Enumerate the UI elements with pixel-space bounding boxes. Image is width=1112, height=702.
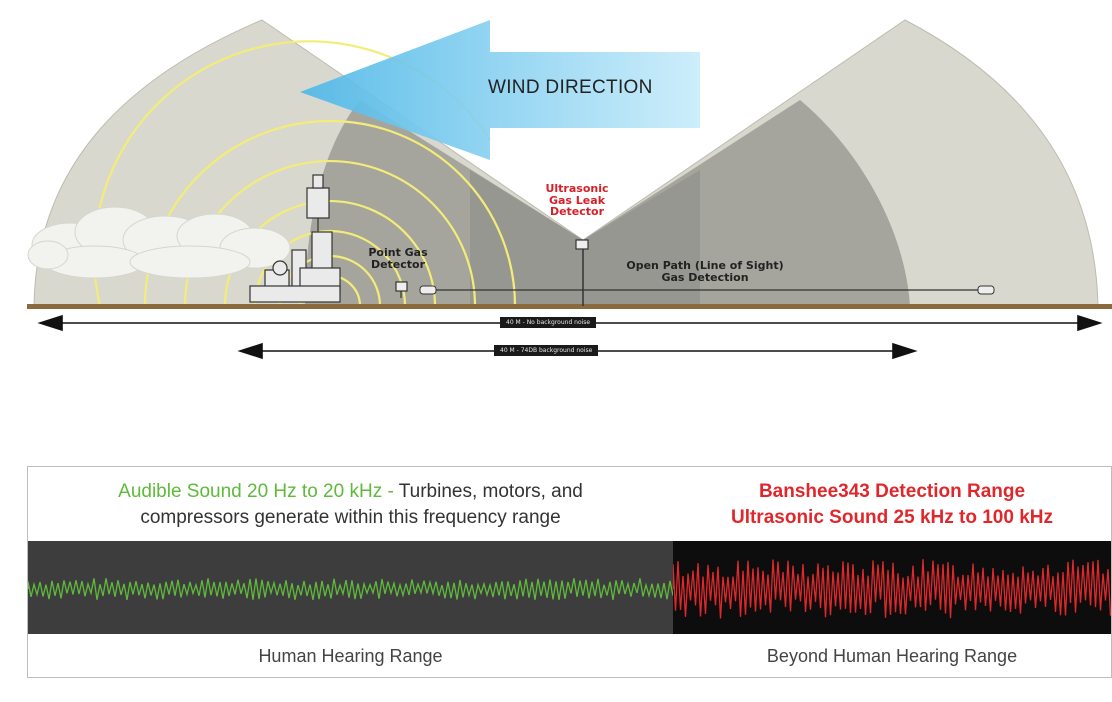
ultrasonic-waveform [673, 559, 1111, 619]
ultrasonic-waveform-band [673, 541, 1111, 634]
human-hearing-range-label: Human Hearing Range [258, 646, 443, 666]
open-path-label-line2: Gas Detection [661, 270, 749, 284]
audible-waveform [28, 578, 673, 601]
open-path-emitter-icon [419, 285, 437, 295]
gas-cloud [27, 206, 291, 279]
frequency-spectrum-panel: Audible Sound 20 Hz to 20 kHz - Turbines… [27, 466, 1112, 678]
wind-arrow [300, 20, 700, 160]
beyond-hearing-range-label: Beyond Human Hearing Range [766, 646, 1018, 666]
range-tag-no-noise: 40 M - No background noise [500, 317, 597, 328]
open-path-label-line1: Open Path (Line of Sight) [626, 259, 784, 272]
point-detector-icon [395, 281, 408, 292]
wave-left-trace [28, 578, 673, 601]
range-tag-background-noise: 40 M - 74DB background noise [494, 345, 599, 356]
center-shadow [470, 170, 700, 306]
industrial-plant [249, 174, 341, 303]
audible-rest-1: Turbines, motors, and [398, 481, 583, 502]
ultrasonic-label-line3: Detector [549, 205, 605, 219]
banshee-line2: Ultrasonic Sound 25 kHz to 100 kHz [730, 507, 1054, 528]
open-path-receiver-icon [977, 285, 995, 295]
ultrasonic-detector-icon [575, 239, 589, 250]
point-label-line1: Point Gas [368, 246, 428, 259]
wind-direction-label: WIND DIRECTION [488, 77, 653, 98]
wave-right-trace [673, 559, 1111, 619]
coverage-scene [27, 19, 1112, 360]
audible-caption: Audible Sound 20 Hz to 20 kHz - Turbines… [28, 479, 673, 531]
ground [27, 304, 1112, 309]
ultrasonic-label-line2: Gas Leak [548, 193, 606, 207]
audible-highlight: Audible Sound 20 Hz to 20 kHz - [118, 481, 394, 502]
ultrasonic-label-line1: Ultrasonic [545, 182, 609, 195]
point-label-line2: Detector [370, 257, 426, 271]
banshee-caption: Banshee343 Detection Range Ultrasonic So… [673, 479, 1111, 531]
audible-rest-2: compressors generate within this frequen… [140, 507, 561, 528]
ultrasonic-detector-label: Ultrasonic Gas Leak Detector [522, 183, 632, 218]
banshee-line1: Banshee343 Detection Range [758, 481, 1026, 502]
audible-waveform-band [28, 541, 673, 634]
open-path-label: Open Path (Line of Sight) Gas Detection [600, 260, 810, 283]
point-detector-label: Point Gas Detector [348, 247, 448, 270]
